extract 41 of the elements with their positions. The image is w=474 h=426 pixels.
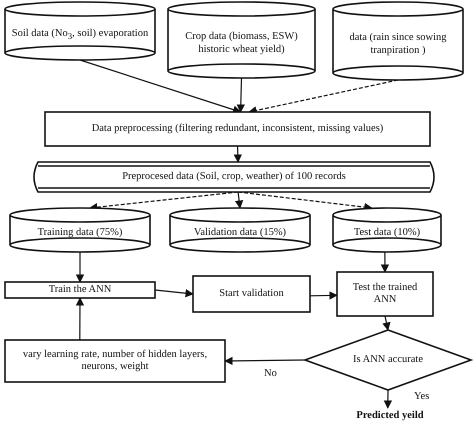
node-label: vary learning rate, number of hidden layers, neurons, weight [22,348,208,374]
arrow [380,252,390,273]
arrow [382,316,391,331]
node-label: Data preprocessing (filtering redundant, inconsistent, missing values) [92,122,384,136]
data-cylinder [333,2,463,80]
arrow [224,356,305,366]
edge-label: No [262,368,279,379]
arrow [236,78,245,113]
arrow [310,291,338,300]
arrow [76,297,84,340]
node-label: data (rain since sowing tranpiration ) [348,32,448,57]
decision-diamond [305,330,471,390]
arrow [76,252,84,283]
process-box [5,282,155,298]
node-label: Is ANN accurate [353,354,423,366]
data-banner [30,162,438,192]
node-label: Soil data (No$_{3}$, soil) evaporation [12,28,148,42]
output-text: Predicted yeild [356,410,424,422]
data-cylinder [5,2,155,60]
data-cylinder [170,208,310,252]
node-label: Crop data (biomass, ESW) historic wheat yield) [184,31,299,56]
data-cylinder [333,208,441,252]
data-cylinder [168,2,315,78]
process-box [193,276,310,312]
arrow [80,59,242,114]
arrow [234,146,242,163]
node-label: Preprocesed data (Soil, crop, weather) of 100 records [122,170,346,184]
process-box [5,340,225,382]
node-label: Train the ANN [48,284,112,296]
node-label: Validation data (15%) [194,227,286,240]
node-label: Training data (75%) [38,227,122,240]
node-label: Start validation [219,288,284,300]
edge-label: Yes [412,391,432,402]
process-box [337,272,433,316]
arrow [234,192,244,209]
arrow [154,289,194,298]
process-box [45,112,430,146]
node-label: Test the trained ANN [352,282,418,306]
data-cylinder [10,208,150,252]
arrow [384,390,392,409]
node-label: Test data (10%) [354,227,420,240]
